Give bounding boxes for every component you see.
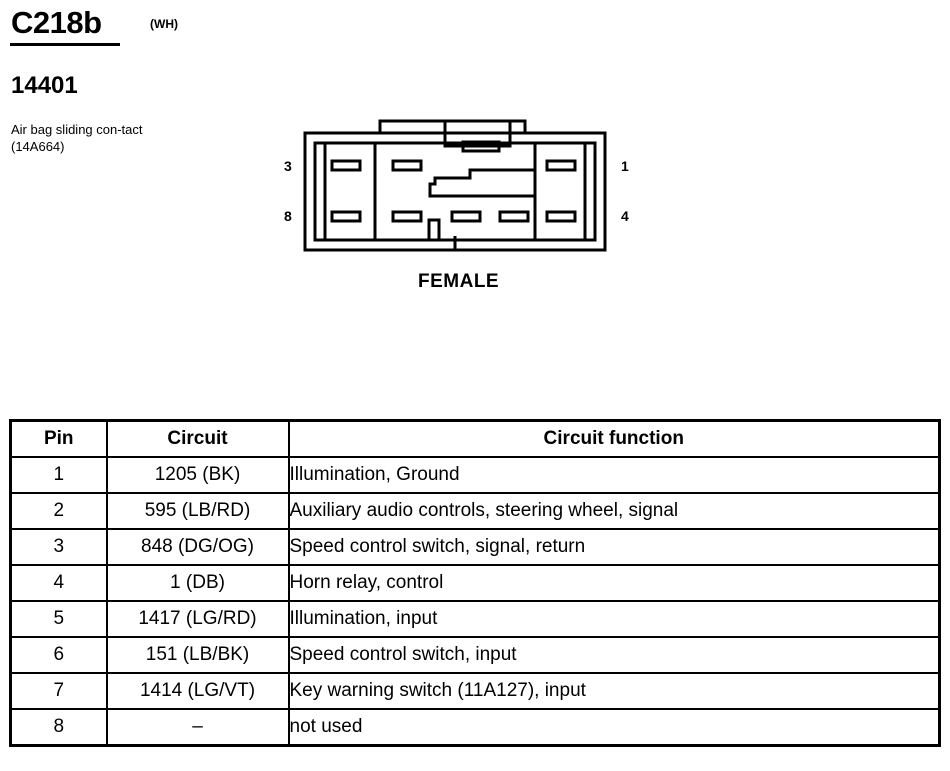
table-row: 6 151 (LB/BK) Speed control switch, inpu… (9, 636, 941, 674)
pin-cavity-8 (330, 210, 362, 223)
pin-cell: 3 (9, 528, 108, 566)
circuit-cell: 848 (DG/OG) (105, 528, 290, 566)
connector-id: C218b (11, 5, 102, 40)
pin-cell: 8 (9, 708, 108, 747)
function-cell: Key warning switch (11A127), input (287, 672, 941, 710)
pinout-table: Pin Circuit Circuit function 1 1205 (BK)… (9, 419, 941, 747)
pin-label-4: 4 (621, 208, 629, 224)
table-row: 4 1 (DB) Horn relay, control (9, 564, 941, 602)
connector-inner-border (313, 141, 597, 242)
function-cell: Speed control switch, input (287, 636, 941, 674)
table-row: 3 848 (DG/OG) Speed control switch, sign… (9, 528, 941, 566)
pin-cell: 6 (9, 636, 108, 674)
table-row: 1 1205 (BK) Illumination, Ground (9, 456, 941, 494)
pin-cell: 1 (9, 456, 108, 494)
pin-cell: 4 (9, 564, 108, 602)
pin-cavity-7 (391, 210, 423, 223)
pin-cell: 2 (9, 492, 108, 530)
function-cell: Auxiliary audio controls, steering wheel… (287, 492, 941, 530)
function-cell: Horn relay, control (287, 564, 941, 602)
function-cell: Illumination, Ground (287, 456, 941, 494)
pin-label-1: 1 (621, 158, 629, 174)
key-notch (427, 218, 441, 242)
connector-outer-body (303, 131, 607, 252)
pin-cell: 5 (9, 600, 108, 638)
table-row: 7 1414 (LG/VT) Key warning switch (11A12… (9, 672, 941, 710)
pin-cavity-6 (450, 210, 482, 223)
header-pin: Pin (9, 419, 108, 458)
connector-face-drawing (303, 119, 607, 252)
lock-tab (378, 119, 527, 133)
function-cell: Illumination, input (287, 600, 941, 638)
function-cell: not used (287, 708, 941, 747)
pin-cavity-4 (545, 210, 577, 223)
circuit-cell: 595 (LB/RD) (105, 492, 290, 530)
latch-bracket (428, 168, 537, 198)
circuit-cell: 1205 (BK) (105, 456, 290, 494)
pin-label-8: 8 (284, 208, 292, 224)
circuit-cell: 1414 (LG/VT) (105, 672, 290, 710)
connector-id-underline (10, 43, 120, 46)
header-circuit: Circuit (105, 419, 290, 458)
pin-cavity-3 (330, 159, 362, 172)
table-row: 2 595 (LB/RD) Auxiliary audio controls, … (9, 492, 941, 530)
header-circuit-function: Circuit function (287, 419, 941, 458)
circuit-cell: 1 (DB) (105, 564, 290, 602)
circuit-cell: 151 (LB/BK) (105, 636, 290, 674)
table-row: 5 1417 (LG/RD) Illumination, input (9, 600, 941, 638)
pin-cell: 7 (9, 672, 108, 710)
circuit-cell: 1417 (LG/RD) (105, 600, 290, 638)
pin-cavity-2 (391, 159, 423, 172)
pin-cavity-1 (545, 159, 577, 172)
part-number: 14401 (11, 72, 78, 99)
connector-description: Air bag sliding con-tact (14A664) (11, 122, 143, 154)
table-header-row: Pin Circuit Circuit function (9, 419, 941, 458)
pin-cavity-5 (498, 210, 530, 223)
table-row: 8 – not used (9, 708, 941, 747)
circuit-cell: – (105, 708, 290, 747)
function-cell: Speed control switch, signal, return (287, 528, 941, 566)
color-code: (WH) (150, 17, 178, 31)
gender-label: FEMALE (418, 271, 500, 292)
pin-label-3: 3 (284, 158, 292, 174)
